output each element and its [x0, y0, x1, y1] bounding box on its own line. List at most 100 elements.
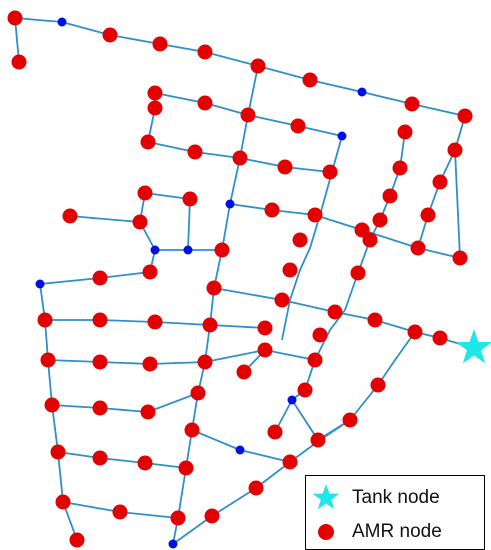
amr-node: [307, 352, 323, 368]
amr-node: [11, 54, 27, 70]
junction-node: [150, 245, 160, 255]
amr-node: [452, 250, 468, 266]
legend-label-tank: Tank node: [352, 487, 440, 508]
amr-node: [178, 460, 194, 476]
amr-node: [372, 212, 388, 228]
tank-node: [455, 329, 491, 364]
amr-node: [102, 27, 118, 43]
amr-node: [410, 240, 426, 256]
amr-node: [137, 455, 153, 471]
amr-node: [140, 404, 156, 420]
amr-node: [140, 134, 156, 150]
pipe-segment: [139, 221, 222, 251]
amr-node: [92, 354, 108, 370]
amr-node: [370, 377, 386, 393]
amr-node: [447, 142, 463, 158]
amr-node: [184, 422, 200, 438]
amr-node: [367, 312, 383, 328]
amr-node: [397, 124, 413, 140]
amr-node: [190, 385, 206, 401]
amr-node: [240, 107, 256, 123]
amr-node: [147, 85, 163, 101]
amr-node: [7, 10, 23, 26]
pipe-segment: [39, 249, 156, 285]
junction-node: [235, 445, 245, 455]
amr-node: [137, 185, 153, 201]
amr-node: [457, 108, 473, 124]
amr-node: [55, 494, 71, 510]
amr-node: [297, 382, 313, 398]
pipe-segment: [47, 359, 206, 365]
amr-node: [302, 72, 318, 88]
junction-node: [287, 395, 297, 405]
pipe-segment: [69, 192, 146, 223]
pipe-segment: [57, 451, 187, 469]
amr-node: [197, 44, 213, 60]
amr-node: [40, 352, 56, 368]
pipe-segment: [51, 392, 199, 413]
legend: Tank node AMR node: [305, 475, 485, 550]
amr-node: [322, 164, 338, 180]
star-icon: [306, 483, 346, 513]
junction-node: [183, 245, 193, 255]
amr-node: [197, 95, 213, 111]
amr-node: [204, 508, 220, 524]
amr-node: [267, 424, 283, 440]
legend-item-tank: Tank node: [306, 482, 484, 514]
legend-item-amr: AMR node: [306, 516, 484, 548]
amr-node: [327, 304, 343, 320]
amr-node: [432, 174, 448, 190]
amr-node: [92, 312, 108, 328]
amr-node: [69, 532, 85, 548]
amr-node: [147, 314, 163, 330]
amr-node: [92, 450, 108, 466]
amr-node: [37, 312, 53, 328]
pipe-segment: [14, 17, 466, 117]
amr-node: [354, 222, 370, 238]
amr-node: [257, 342, 273, 358]
amr-node: [236, 364, 252, 380]
junction-node: [225, 199, 235, 209]
node-layer: [7, 10, 491, 549]
amr-node: [92, 270, 108, 286]
amr-node: [248, 480, 264, 496]
amr-node: [250, 58, 266, 74]
amr-node: [307, 207, 323, 223]
amr-node: [202, 317, 218, 333]
amr-node: [232, 150, 248, 166]
amr-node: [147, 100, 163, 116]
amr-node: [290, 118, 306, 134]
amr-node: [152, 36, 168, 52]
junction-node: [168, 539, 178, 549]
amr-node: [432, 330, 448, 346]
amr-node: [420, 207, 436, 223]
amr-node: [142, 356, 158, 372]
amr-node: [310, 432, 326, 448]
amr-node: [170, 510, 186, 526]
amr-node: [362, 232, 378, 248]
circle-icon: [306, 522, 346, 542]
amr-node: [264, 202, 280, 218]
amr-node: [92, 400, 108, 416]
amr-node: [214, 242, 230, 258]
amr-node: [282, 262, 298, 278]
amr-node: [62, 208, 78, 224]
amr-node: [277, 159, 293, 175]
amr-node: [407, 324, 423, 340]
amr-node: [187, 144, 203, 160]
amr-node: [182, 191, 198, 207]
junction-node: [57, 17, 67, 27]
pipe-segment: [454, 149, 461, 259]
amr-node: [44, 397, 60, 413]
amr-node: [292, 232, 308, 248]
pipe-segment: [229, 203, 419, 249]
amr-node: [142, 264, 158, 280]
amr-node: [312, 327, 328, 343]
amr-node: [382, 188, 398, 204]
amr-node: [404, 96, 420, 112]
junction-node: [337, 131, 347, 141]
amr-node: [392, 160, 408, 176]
pipe-segment: [213, 287, 471, 348]
junction-node: [357, 87, 367, 97]
